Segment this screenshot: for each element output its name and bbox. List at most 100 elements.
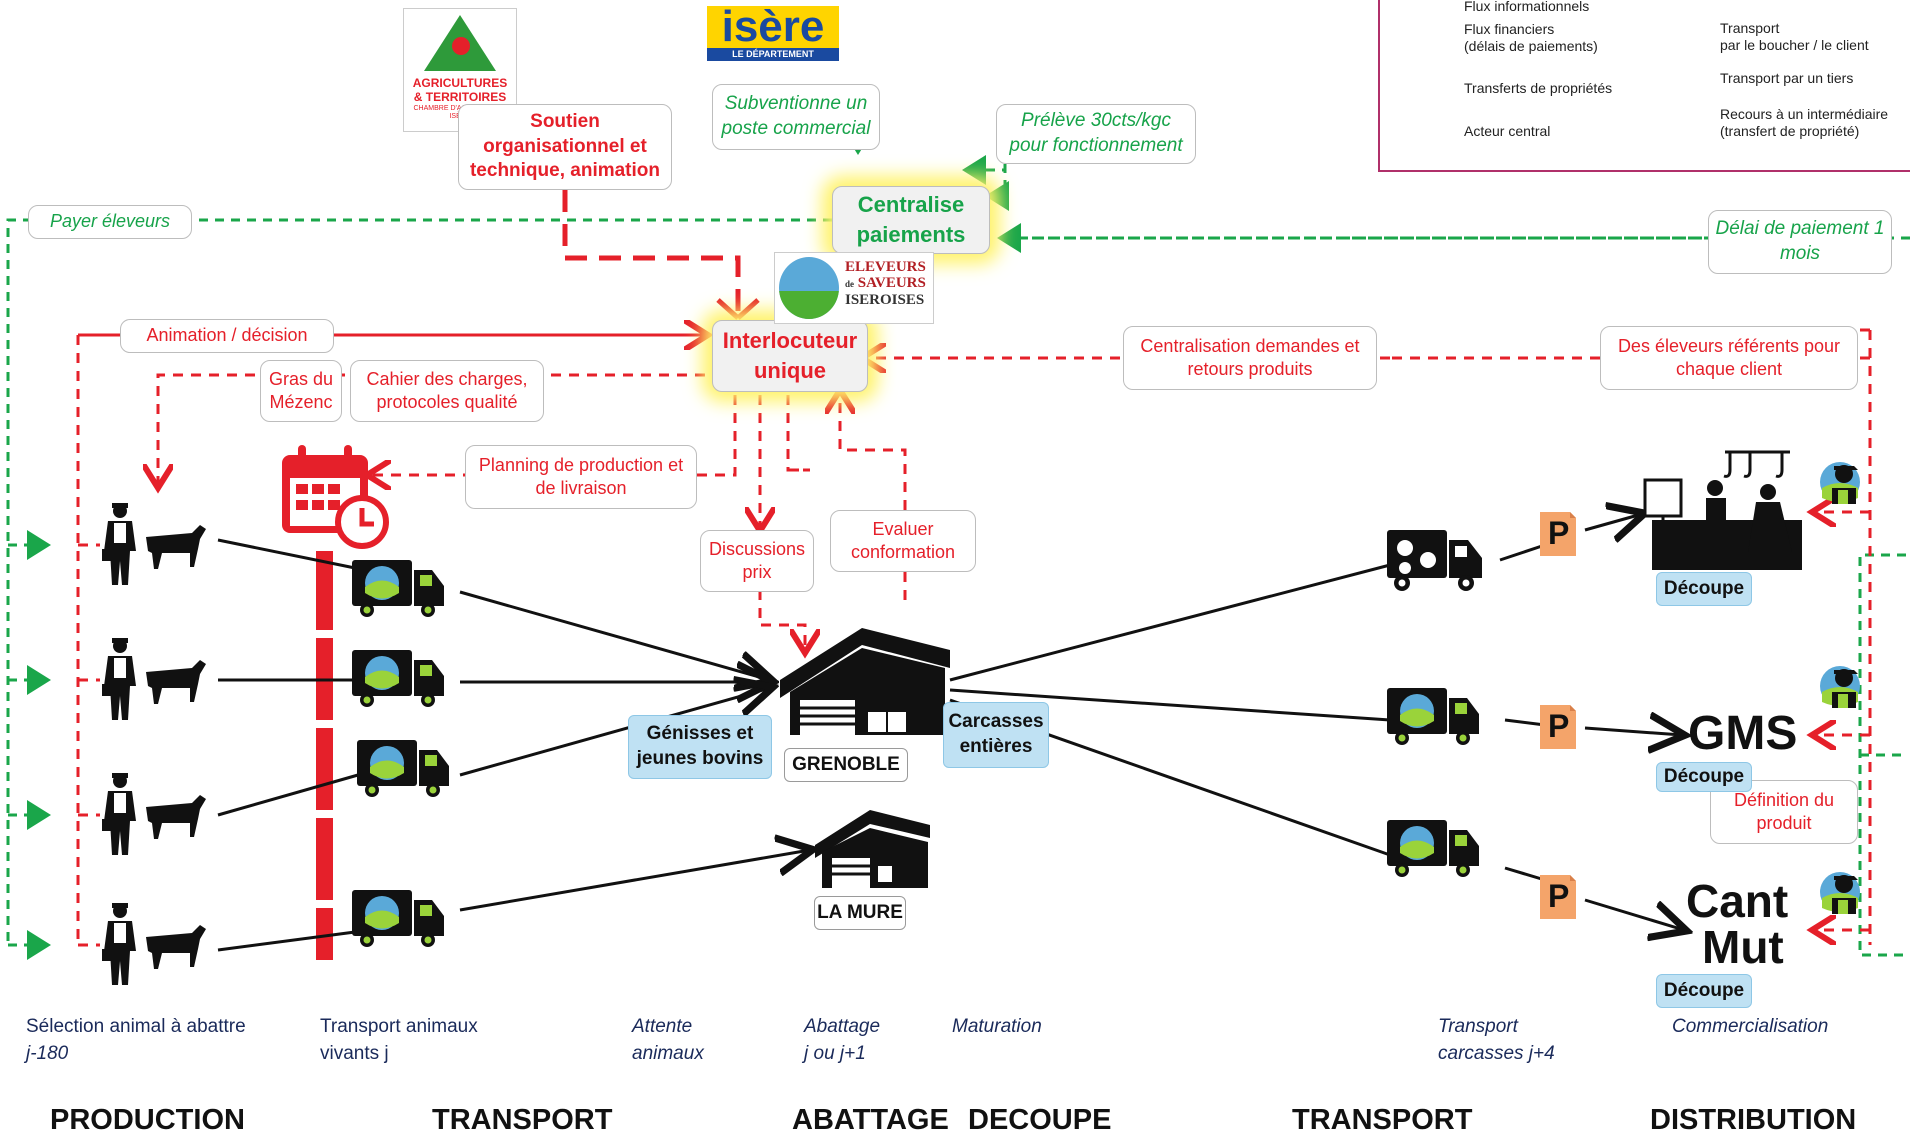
legend-acteur: Acteur central xyxy=(1464,123,1551,139)
phase-transport-2: TRANSPORT xyxy=(1292,1104,1473,1136)
payer-box: Payer éleveurs xyxy=(28,205,192,239)
farmer-cow-icon xyxy=(102,638,206,720)
esi-logo-globe xyxy=(779,257,839,319)
preleve-box: Prélève 30cts/kgc pour fonctionnement xyxy=(996,104,1196,164)
thick-deadline-dashes xyxy=(316,545,333,908)
stage-transport-live-line2: vivants j xyxy=(320,1042,389,1064)
phase-decoupe: DECOUPE xyxy=(968,1104,1112,1136)
legend-flux-fin-line2: (délais de paiements) xyxy=(1464,37,1598,54)
stage-commercialisation: Commercialisation xyxy=(1672,1016,1829,1037)
cahier-box: Cahier des charges, protocoles qualité xyxy=(350,360,544,422)
stage-transport-live-line1: Transport animaux xyxy=(320,1016,478,1037)
soutien-box: Soutien organisationnel et technique, an… xyxy=(458,104,672,190)
esi-logo-line3: SAVEURS xyxy=(857,275,926,291)
farmer-cow-icon xyxy=(102,903,206,985)
isere-logo-sub: LE DÉPARTEMENT xyxy=(707,48,839,61)
genisses-text: Génisses et jeunes bovins xyxy=(636,723,764,769)
butcher-shop-icon xyxy=(1643,450,1802,570)
lamure-label: LA MURE xyxy=(814,896,906,930)
decoupe-gms-label: Découpe xyxy=(1656,762,1752,792)
phase-abattage: ABATTAGE xyxy=(792,1104,949,1136)
truck-icon xyxy=(357,740,449,797)
property-p-2: P xyxy=(1548,708,1570,744)
legend-recours-line1: Recours à un intermédiaire xyxy=(1720,106,1889,122)
isere-logo-word: isère xyxy=(707,5,839,49)
subventionne-text: Subventionne un poste commercial xyxy=(721,93,871,139)
agri-logo-dot xyxy=(452,37,470,55)
lamure-text: LA MURE xyxy=(817,902,903,923)
phase-transport: TRANSPORT xyxy=(432,1104,613,1136)
stage-abattage-line2: j ou j+1 xyxy=(804,1042,866,1064)
stage-maturation: Maturation xyxy=(952,1016,1042,1037)
truck-icon xyxy=(1387,688,1479,745)
stage-selection-line2: j-180 xyxy=(26,1042,69,1064)
discussions-box: Discussions prix xyxy=(700,530,814,592)
cahier-text: Cahier des charges, protocoles qualité xyxy=(366,368,528,412)
stage-attente-line1: Attente xyxy=(632,1016,693,1037)
truck-icon xyxy=(1387,820,1479,877)
soutien-text: Soutien organisationnel et technique, an… xyxy=(469,110,661,182)
slaughterhouse-icon xyxy=(780,628,950,735)
stage-transport-carcasses-line1: Transport xyxy=(1438,1016,1518,1037)
esi-logo-field xyxy=(779,291,839,319)
evaluer-text: Evaluer conformation xyxy=(850,518,956,562)
definition-box: Définition du produit xyxy=(1710,780,1858,844)
legend-flux-info: Flux informationnels xyxy=(1464,0,1590,14)
decoupe-gms-text: Découpe xyxy=(1663,765,1745,787)
esi-logo: ELEVEURS de SAVEURS ISEROISES xyxy=(774,252,934,324)
agri-logo-line1: AGRICULTURES xyxy=(412,76,508,90)
planning-box: Planning de production et de livraison xyxy=(465,445,697,509)
interlocuteur-text: Interlocuteur unique xyxy=(722,328,858,383)
esi-logo-text: ELEVEURS de SAVEURS ISEROISES xyxy=(845,259,926,308)
stage-abattage-line1: Abattage xyxy=(804,1016,881,1037)
gras-text: Gras du Mézenc xyxy=(268,368,334,412)
definition-text: Définition du produit xyxy=(1733,789,1835,833)
truck-icon xyxy=(352,890,444,947)
farmer-cow-icon xyxy=(102,773,206,855)
legend-transferts: Transferts de propriétés xyxy=(1464,80,1613,96)
centralise-text: Centralise paiements xyxy=(856,192,966,247)
phase-distribution: DISTRIBUTION xyxy=(1650,1104,1857,1136)
deadline-bar xyxy=(316,545,333,960)
carcasses-text: Carcasses entières xyxy=(948,711,1044,757)
planning-text: Planning de production et de livraison xyxy=(478,454,684,498)
centralise-box: Centralise paiements xyxy=(832,186,990,254)
stage-selection-line1: Sélection animal à abattre xyxy=(26,1016,246,1037)
calendar-clock-icon xyxy=(282,445,389,549)
stage-transport-carcasses-line2: carcasses j+4 xyxy=(1438,1042,1555,1064)
esi-logo-line4: ISEROISES xyxy=(845,292,925,308)
grenoble-text: GRENOBLE xyxy=(792,754,900,775)
payer-text: Payer éleveurs xyxy=(49,211,171,232)
stage-transport-carcasses: Transport carcasses j+4 xyxy=(1438,1014,1555,1067)
centralisation-text: Centralisation demandes et retours produ… xyxy=(1140,335,1360,379)
stage-selection: Sélection animal à abattre j-180 xyxy=(26,1014,246,1067)
referents-box: Des éleveurs référents pour chaque clien… xyxy=(1600,326,1858,390)
legend-transport-tiers: Transport par un tiers xyxy=(1720,70,1854,86)
cant-label: Cant xyxy=(1686,875,1789,927)
gras-box: Gras du Mézenc xyxy=(260,360,342,422)
interlocuteur-box: Interlocuteur unique xyxy=(712,320,868,392)
legend-flux-fin-line1: Flux financiers xyxy=(1464,21,1555,37)
stage-attente: Attente animaux xyxy=(632,1014,704,1067)
preleve-text: Prélève 30cts/kgc pour fonctionnement xyxy=(1009,110,1183,156)
truck-icon xyxy=(352,650,444,707)
truck-icon xyxy=(352,560,444,617)
carcasses-label: Carcasses entières xyxy=(943,702,1049,768)
referents-text: Des éleveurs référents pour chaque clien… xyxy=(1617,335,1841,379)
animation-text: Animation / décision xyxy=(146,325,308,346)
farmer-head-icon xyxy=(1820,462,1860,504)
centralisation-box: Centralisation demandes et retours produ… xyxy=(1123,326,1377,390)
property-p-1: P xyxy=(1548,515,1570,551)
evaluer-box: Evaluer conformation xyxy=(830,510,976,572)
legend-flux-fin: Flux financiers(délais de paiements) xyxy=(1464,21,1598,55)
stage-transport-live: Transport animaux vivants j xyxy=(320,1014,478,1067)
subventionne-box: Subventionne un poste commercial xyxy=(712,84,880,150)
phase-production: PRODUCTION xyxy=(50,1104,245,1136)
delai-text: Délai de paiement 1 mois xyxy=(1715,218,1885,264)
property-p-3: P xyxy=(1548,878,1570,914)
discussions-text: Discussions prix xyxy=(708,538,806,582)
grenoble-label: GRENOBLE xyxy=(784,748,908,782)
decoupe-cantmut-text: Découpe xyxy=(1663,979,1745,1001)
esi-logo-line1: ELEVEURS xyxy=(845,259,926,275)
